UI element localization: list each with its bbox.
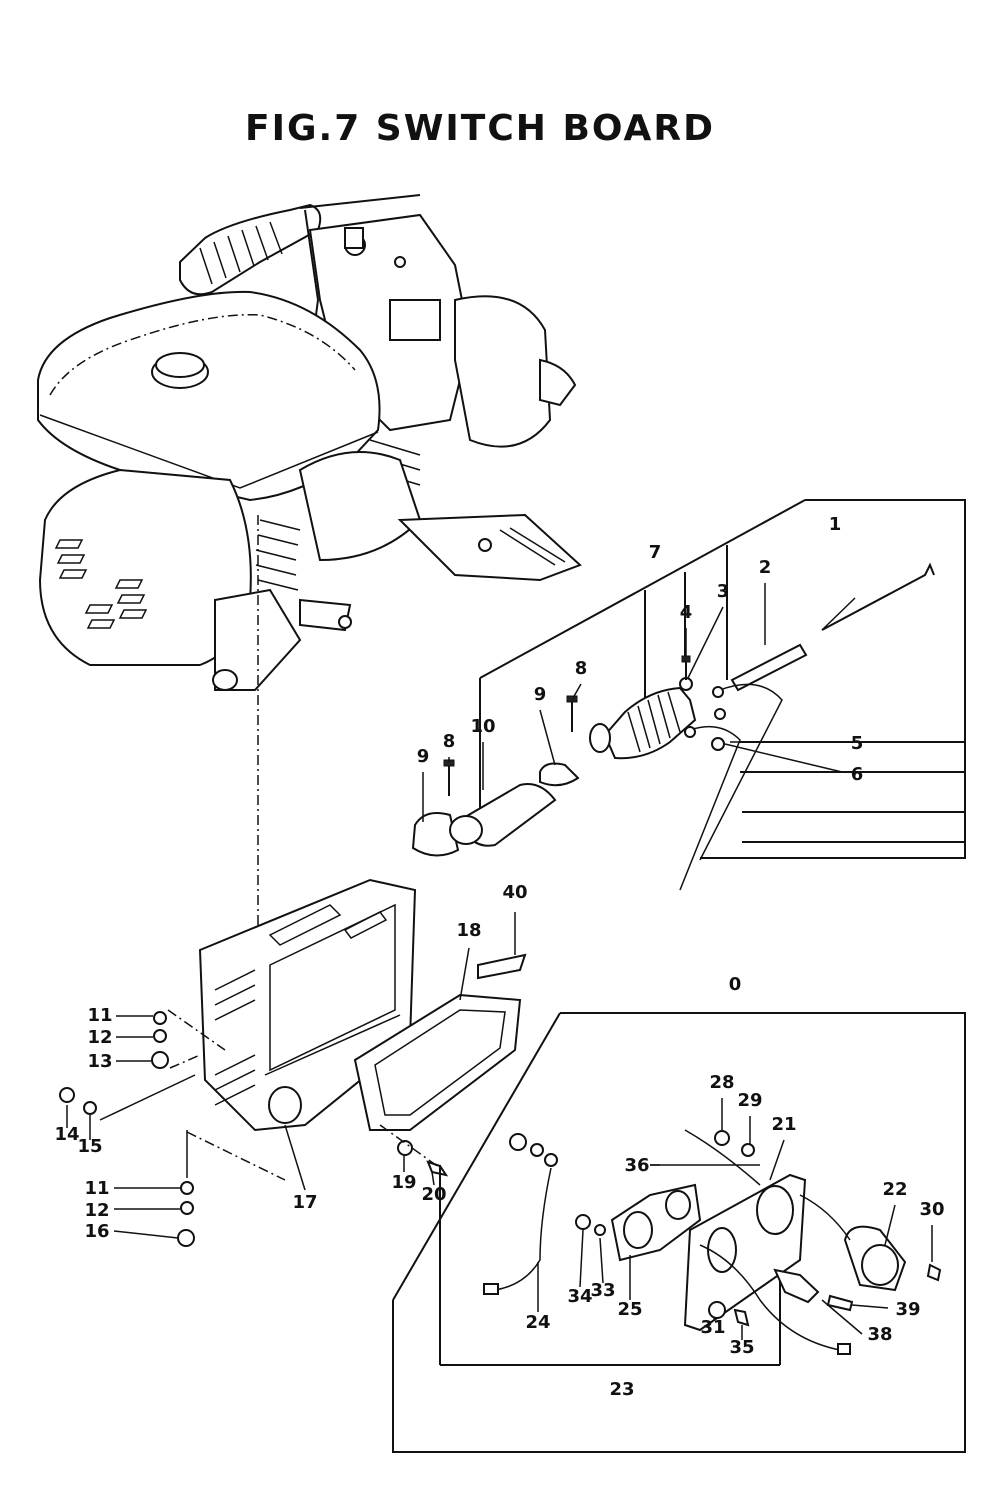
part-ignition-coil bbox=[589, 686, 697, 760]
callout-label: 14 bbox=[54, 1124, 79, 1145]
callout-label: 34 bbox=[567, 1286, 592, 1307]
callout-label: 3 bbox=[717, 581, 730, 602]
callout-label: 11 bbox=[84, 1178, 109, 1199]
callout-label: 21 bbox=[771, 1114, 796, 1135]
callout-label: 30 bbox=[919, 1199, 944, 1220]
leader-line bbox=[113, 1230, 179, 1239]
figure-title: FIG.7 SWITCH BOARD bbox=[244, 108, 715, 149]
callout-label: 19 bbox=[391, 1172, 416, 1193]
callout-label: 16 bbox=[84, 1221, 109, 1242]
part-gasket bbox=[353, 993, 522, 1131]
leader-line bbox=[821, 1299, 863, 1335]
callout-label: 11 bbox=[87, 1005, 112, 1026]
callout-label: 13 bbox=[87, 1051, 112, 1072]
callout-label: 15 bbox=[77, 1136, 102, 1157]
leader-line bbox=[284, 1124, 306, 1191]
leader-line bbox=[579, 1229, 584, 1288]
part-outlet bbox=[575, 1183, 702, 1262]
leader-line bbox=[539, 709, 556, 766]
part-nut-bolt bbox=[379, 1124, 449, 1177]
callout-label: 10 bbox=[470, 716, 495, 737]
part-clamps-9 bbox=[411, 762, 580, 857]
part-fuse-holder bbox=[699, 1244, 854, 1355]
part-label-plate bbox=[477, 953, 527, 980]
callout-label: 8 bbox=[575, 658, 588, 679]
callout-label: 8 bbox=[443, 731, 456, 752]
callout-label: 38 bbox=[867, 1324, 892, 1345]
part-cover-tube bbox=[449, 783, 557, 847]
callout-label: 40 bbox=[502, 882, 527, 903]
part-lead-wires bbox=[679, 683, 783, 891]
callout-label: 2 bbox=[759, 557, 772, 578]
callout-label: 24 bbox=[525, 1312, 550, 1333]
callout-label: 9 bbox=[534, 684, 547, 705]
leader-line bbox=[821, 597, 856, 631]
coil-assembly-box bbox=[479, 499, 966, 859]
leader-line bbox=[459, 947, 470, 1001]
callout-label: 28 bbox=[709, 1072, 734, 1093]
callout-label: 17 bbox=[292, 1192, 317, 1213]
callout-label: 25 bbox=[617, 1299, 642, 1320]
part-voltmeter bbox=[799, 1194, 942, 1292]
part-nuts-washers bbox=[59, 1009, 286, 1247]
part-rod bbox=[821, 562, 935, 631]
leader-line bbox=[599, 1237, 604, 1284]
callout-label: 29 bbox=[737, 1090, 762, 1111]
leader-line bbox=[851, 1304, 889, 1309]
callout-label: 7 bbox=[649, 542, 662, 563]
callout-label: 6 bbox=[851, 764, 864, 785]
callout-label: 4 bbox=[680, 602, 693, 623]
leader-line bbox=[724, 743, 843, 773]
callout-label: 33 bbox=[590, 1280, 615, 1301]
leader-line bbox=[884, 1204, 896, 1246]
callout-label: 22 bbox=[882, 1179, 907, 1200]
leader-line bbox=[769, 1139, 785, 1181]
part-harness bbox=[650, 1129, 761, 1186]
callout-labels: 0123456788991011121314151112161718192040… bbox=[54, 514, 944, 1400]
leader-line bbox=[687, 606, 724, 679]
part-tube bbox=[730, 643, 808, 692]
callout-label: 23 bbox=[609, 1379, 634, 1400]
part-screw-washer bbox=[679, 655, 693, 691]
callout-label: 12 bbox=[87, 1027, 112, 1048]
callout-label: 31 bbox=[700, 1317, 725, 1338]
leader-line bbox=[431, 1171, 435, 1186]
callout-label: 0 bbox=[729, 974, 742, 995]
callout-label: 18 bbox=[456, 920, 481, 941]
callout-label: 36 bbox=[624, 1155, 649, 1176]
part-ground-lead bbox=[483, 1133, 558, 1295]
callout-label: 35 bbox=[729, 1337, 754, 1358]
engine-assembly bbox=[37, 194, 582, 691]
part-control-panel bbox=[683, 1130, 807, 1332]
callout-label: 5 bbox=[851, 733, 864, 754]
callout-label: 12 bbox=[84, 1200, 109, 1221]
leader-line bbox=[572, 683, 582, 699]
callout-label: 9 bbox=[417, 746, 430, 767]
callout-label: 20 bbox=[421, 1184, 446, 1205]
callout-label: 1 bbox=[829, 514, 842, 535]
callout-label: 39 bbox=[895, 1299, 920, 1320]
